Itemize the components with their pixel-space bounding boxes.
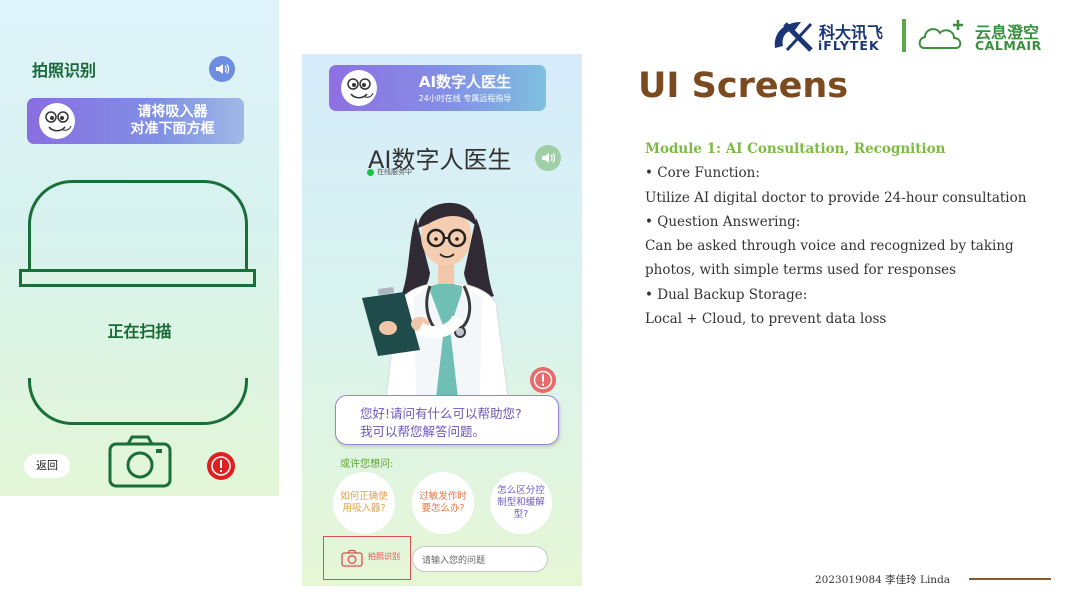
- module-title: Module 1: AI Consultation, Recognition: [645, 141, 946, 157]
- suggested-question-allergy[interactable]: 过敏发作时要怎么办?: [412, 472, 474, 534]
- description-line: photos, with simple terms used for respo…: [645, 262, 957, 279]
- phone-screen-photo-recognition: 拍照识别 请将吸入器 对准下面方框 正在扫描 返回: [0, 0, 279, 496]
- module-description: Module 1: AI Consultation, Recognition •…: [645, 137, 1065, 331]
- phone-screen-ai-doctor: AI数字人医生 24小时在线 专属远程指导 AI数字人医生 在线服务中: [302, 54, 582, 586]
- scan-frame-top: [28, 180, 248, 269]
- instruction-banner: 请将吸入器 对准下面方框: [27, 98, 244, 144]
- suggested-question-inhaler-use[interactable]: 如何正确使用吸入器?: [333, 472, 395, 534]
- banner-line-1: 请将吸入器: [137, 104, 208, 120]
- description-line: Utilize AI digital doctor to provide 24-…: [645, 189, 1027, 206]
- page-title: 拍照识别: [32, 61, 97, 80]
- footer-author: 2023019084 李佳玲 Linda: [815, 574, 951, 586]
- description-line: Local + Cloud, to prevent data loss: [645, 311, 887, 328]
- doctor-message-bubble: 您好!请问有什么可以帮助您? 我可以帮您解答问题。: [335, 395, 559, 445]
- calmair-logo-cn: 云息澄空: [975, 23, 1040, 42]
- alert-icon[interactable]: [530, 367, 556, 393]
- cartoon-face-icon: [341, 70, 377, 106]
- camera-icon[interactable]: [108, 434, 172, 492]
- description-line: Can be asked through voice and recognize…: [645, 238, 1014, 255]
- iflytek-logo-cn: 科大讯飞: [819, 23, 884, 42]
- suggested-question-types[interactable]: 怎么区分控制型和缓解型?: [490, 472, 552, 534]
- question-input[interactable]: 请输入您的问题: [412, 546, 548, 572]
- cloud-plus-icon: [918, 20, 963, 49]
- online-status-dot: [367, 169, 374, 176]
- speaker-icon[interactable]: [535, 145, 561, 171]
- camera-icon: [341, 549, 363, 567]
- ai-doctor-banner[interactable]: AI数字人医生 24小时在线 专属远程指导: [329, 65, 546, 111]
- cartoon-face-icon: [39, 103, 75, 139]
- scan-frame-bottom: [28, 378, 248, 425]
- question-text: 如何正确使用吸入器?: [340, 491, 388, 514]
- back-button[interactable]: 返回: [24, 454, 70, 478]
- banner-title: AI数字人医生: [418, 73, 512, 91]
- suggested-questions-label: 或许您想问:: [340, 459, 394, 470]
- page-title: AI数字人医生: [368, 146, 512, 174]
- iflytek-logo-en: iFLYTEK: [818, 38, 880, 53]
- question-input-placeholder: 请输入您的问题: [422, 556, 486, 566]
- question-text: 怎么区分控制型和缓解型?: [497, 485, 545, 520]
- bubble-line-1: 您好!请问有什么可以帮助您?: [360, 406, 522, 421]
- online-status-text: 在线服务中: [377, 168, 412, 176]
- alert-icon[interactable]: [207, 452, 235, 480]
- banner-subtitle: 24小时在线 专属远程指导: [418, 94, 512, 103]
- iflytek-logo-icon: [774, 22, 813, 52]
- description-line: • Core Function:: [645, 165, 760, 182]
- scan-line: [19, 269, 256, 287]
- logo-divider: [902, 19, 906, 52]
- footer-line: [969, 578, 1051, 580]
- speaker-icon[interactable]: [209, 56, 235, 82]
- description-line: • Question Answering:: [645, 213, 801, 230]
- banner-line-2: 对准下面方框: [130, 121, 215, 137]
- photo-button-label: 拍照识别: [368, 552, 400, 561]
- bubble-line-2: 我可以帮您解答问题。: [360, 424, 486, 439]
- question-text: 过敏发作时要怎么办?: [419, 491, 467, 514]
- banner-text: 请将吸入器 对准下面方框: [105, 104, 240, 138]
- slide-heading: UI Screens: [638, 66, 849, 106]
- doctor-illustration: [362, 202, 509, 398]
- scanning-status: 正在扫描: [107, 322, 172, 341]
- photo-recognition-button[interactable]: 拍照识别: [323, 536, 411, 580]
- calmair-logo-en: CALMAIR: [975, 38, 1042, 53]
- description-line: • Dual Backup Storage:: [645, 286, 808, 303]
